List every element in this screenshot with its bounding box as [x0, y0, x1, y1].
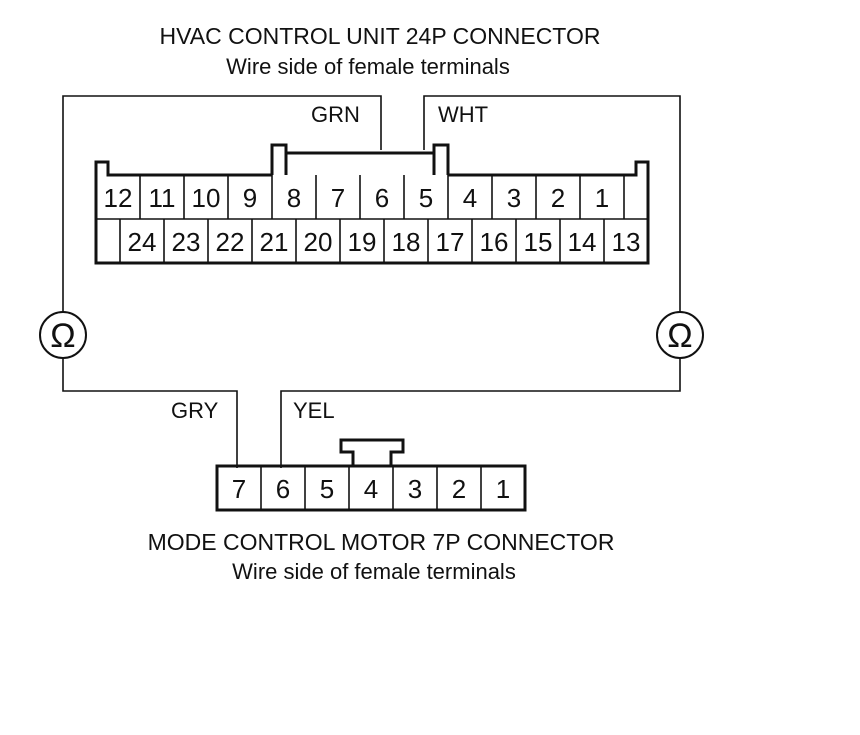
hvac-pin-19: 19	[348, 227, 377, 257]
motor-pin-6: 6	[276, 474, 290, 504]
yel-wire-label: YEL	[293, 398, 335, 423]
meter-leads	[62, 95, 681, 468]
motor-pin-1: 1	[496, 474, 510, 504]
hvac-pin-8: 8	[287, 183, 301, 213]
hvac-pin-10: 10	[192, 183, 221, 213]
hvac-pin-16: 16	[480, 227, 509, 257]
motor-pin-3: 3	[408, 474, 422, 504]
right-lead-wire	[423, 95, 681, 312]
left-lead-wire-lower	[62, 358, 238, 468]
hvac-pin-4: 4	[463, 183, 477, 213]
hvac-pin-5: 5	[419, 183, 433, 213]
hvac-connector-lock-tab	[270, 143, 288, 175]
hvac-pin-14: 14	[568, 227, 597, 257]
hvac-pin-13: 13	[612, 227, 641, 257]
hvac-pin-17: 17	[436, 227, 465, 257]
svg-text:Ω: Ω	[50, 317, 75, 355]
hvac-pin-6: 6	[375, 183, 389, 213]
svg-text:Ω: Ω	[667, 317, 692, 355]
right-lead-wire-lower	[280, 358, 681, 468]
grn-wire-label: GRN	[311, 102, 360, 127]
hvac-connector-outline	[94, 160, 650, 265]
right-ohmmeter-icon: Ω	[656, 311, 704, 359]
hvac-pin-15: 15	[524, 227, 553, 257]
motor-connector-subtitle: Wire side of female terminals	[232, 559, 516, 584]
hvac-pin-9: 9	[243, 183, 257, 213]
wht-wire-label: WHT	[438, 102, 488, 127]
hvac-pin-20: 20	[304, 227, 333, 257]
hvac-pin-24: 24	[128, 227, 157, 257]
hvac-connector-title: HVAC CONTROL UNIT 24P CONNECTOR	[160, 23, 601, 49]
left-ohmmeter-icon: Ω	[39, 311, 87, 359]
hvac-pin-1: 1	[595, 183, 609, 213]
hvac-pin-2: 2	[551, 183, 565, 213]
left-lead-wire	[62, 95, 382, 312]
hvac-pin-12: 12	[104, 183, 133, 213]
gry-wire-label: GRY	[171, 398, 219, 423]
hvac-pin-21: 21	[260, 227, 289, 257]
motor-connector-lock-tab	[339, 438, 405, 466]
hvac-pin-22: 22	[216, 227, 245, 257]
hvac-pin-11: 11	[149, 183, 176, 213]
hvac-pin-7: 7	[331, 183, 345, 213]
motor-pin-2: 2	[452, 474, 466, 504]
hvac-pin-23: 23	[172, 227, 201, 257]
motor-pin-5: 5	[320, 474, 334, 504]
hvac-connector-subtitle: Wire side of female terminals	[226, 54, 510, 79]
hvac-pin-3: 3	[507, 183, 521, 213]
motor-pin-4: 4	[364, 474, 378, 504]
motor-connector-outline	[215, 464, 527, 512]
motor-connector-title: MODE CONTROL MOTOR 7P CONNECTOR	[148, 529, 615, 555]
motor-pin-7: 7	[232, 474, 246, 504]
hvac-pin-18: 18	[392, 227, 421, 257]
